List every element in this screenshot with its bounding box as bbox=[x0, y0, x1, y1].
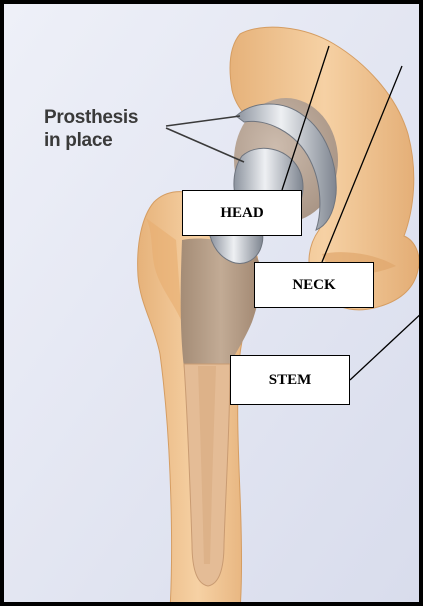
caption-text: Prosthesis in place bbox=[44, 106, 138, 152]
head-label: HEAD bbox=[182, 190, 302, 236]
stem-label: STEM bbox=[230, 355, 350, 405]
neck-label: NECK bbox=[254, 262, 374, 308]
caption-line-2: in place bbox=[44, 129, 138, 152]
caption-line-1: Prosthesis bbox=[44, 106, 138, 129]
